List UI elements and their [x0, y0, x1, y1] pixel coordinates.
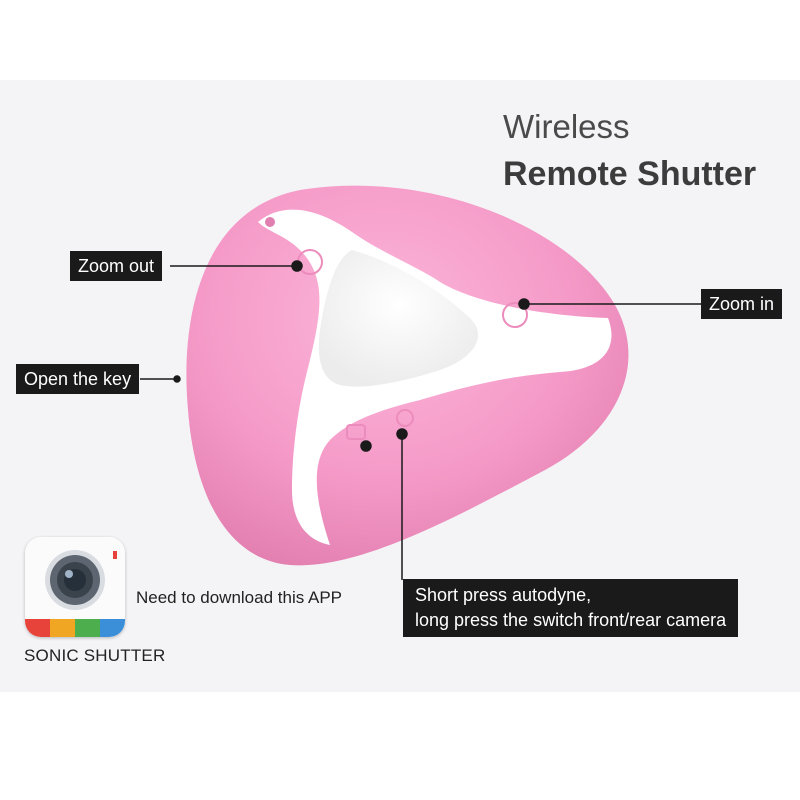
title-line-2: Remote Shutter	[503, 155, 757, 193]
camera-button-mark	[346, 424, 366, 440]
app-name: SONIC SHUTTER	[24, 646, 166, 665]
keyring-hole	[265, 217, 275, 227]
open-key-callout: Open the key	[16, 364, 140, 394]
switch-button-mark	[396, 409, 414, 427]
device-center-button	[318, 250, 479, 387]
zoom-out-callout: Zoom out	[70, 251, 163, 281]
title-line-1: Wireless	[503, 108, 630, 145]
sonic-shutter-app-icon	[25, 537, 125, 637]
shutter-callout-line-2: long press the switch front/rear camera	[415, 610, 727, 630]
download-note: Need to download this APP	[136, 588, 343, 607]
zoom-in-button-mark	[502, 302, 528, 328]
camera-lens-icon	[25, 537, 125, 637]
zoom-in-callout: Zoom in	[701, 289, 783, 319]
shutter-callout: Short press autodyne, long press the swi…	[403, 579, 739, 637]
shutter-callout-line-1: Short press autodyne,	[415, 585, 592, 605]
callout-lines	[140, 260, 701, 580]
